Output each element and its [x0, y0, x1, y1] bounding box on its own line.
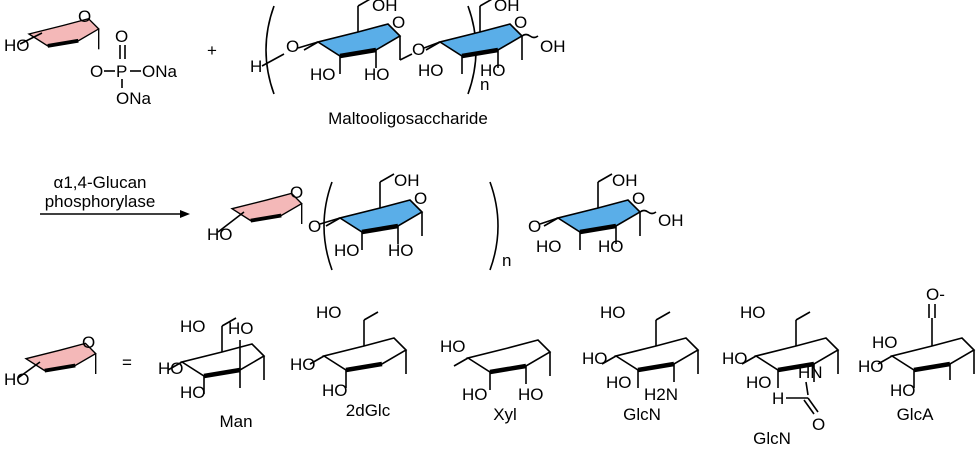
hydroxyl-label: HO: [740, 303, 766, 322]
hydroxyl-label: HO: [180, 383, 206, 402]
hydroxyl-label: HO: [440, 337, 466, 356]
hydroxyl-label: HO: [290, 355, 316, 374]
equals-sign: =: [122, 353, 132, 372]
repeat-n-label: n: [502, 251, 511, 270]
sugar-glca: O- HO HO HO GlcA: [858, 285, 974, 424]
acceptor-name: Maltooligosaccharide: [328, 109, 488, 128]
anomeric-hydroxyl-label: OH: [540, 37, 566, 56]
sugar-xyl: HO HO HO Xyl: [440, 337, 550, 424]
hydrogen-label: H: [250, 57, 262, 76]
hydroxyl-label: OH: [394, 171, 420, 190]
repeat-n-label: n: [480, 75, 489, 94]
hydroxyl-label: HO: [316, 303, 342, 322]
hydroxyl-label: HO: [388, 241, 414, 260]
left-bracket: [265, 5, 275, 95]
sugar-name: GlcN: [753, 429, 791, 448]
hydroxyl-label: HO: [310, 65, 336, 84]
ring-oxygen-label: O: [78, 7, 91, 26]
amide-nh-label: HN: [798, 363, 823, 382]
hydroxyl-label: HO: [180, 317, 206, 336]
ring-oxygen-label: O: [82, 333, 95, 352]
ring-oxygen-label: O: [514, 13, 527, 32]
sugar-name: Xyl: [493, 405, 517, 424]
ring-oxygen-label: O: [290, 183, 303, 202]
anomeric-hydroxyl-label: OH: [658, 211, 684, 230]
phosphorus-label: P: [116, 62, 127, 81]
hydroxyl-label: HO: [872, 333, 898, 352]
glycosidic-oxygen-label: O: [308, 217, 321, 236]
hydroxyl-label: HO: [334, 241, 360, 260]
hydroxyl-label: HO: [890, 381, 916, 400]
donor-glycosyl-phosphate: HO O O P O ONa ONa: [4, 7, 178, 108]
hydroxyl-label: HO: [480, 61, 506, 80]
hydroxyl-label: HO: [158, 359, 184, 378]
ring-oxygen-label: O: [392, 13, 405, 32]
hydroxyl-label: HO: [606, 373, 632, 392]
hydroxyl-label: HO: [322, 381, 348, 400]
maltooligosaccharide: H O OH O HO HO n O OH O HO HO OH Maltool…: [250, 0, 566, 128]
enzyme-name-line1: α1,4-Glucan: [54, 173, 147, 192]
sugar-legend: HO O = HO HO HO HO Man HO HO HO 2dGlc: [4, 285, 974, 448]
sugar-name: Man: [219, 412, 252, 431]
sugar-name: GlcA: [897, 405, 935, 424]
hydroxyl-label: HO: [518, 385, 544, 404]
hydroxyl-label: HO: [207, 225, 233, 244]
oxygen-label: O: [90, 62, 103, 81]
hydroxyl-label: OH: [372, 0, 398, 15]
hydroxyl-label: HO: [722, 349, 748, 368]
hydroxyl-label: HO: [418, 61, 444, 80]
phosphoryl-oxygen-label: O: [115, 27, 128, 46]
hydroxyl-label: HO: [746, 373, 772, 392]
formyl-h-label: H: [772, 389, 784, 408]
hydroxyl-label: OH: [494, 0, 520, 15]
hydroxyl-label: HO: [536, 237, 562, 256]
glycosidic-oxygen-label: O: [412, 40, 425, 59]
hydroxyl-label: HO: [462, 385, 488, 404]
sugar-glcn-formyl: HO HO HO HN H O GlcN: [722, 303, 838, 448]
product-oligosaccharide: HO O O OH O HO HO n O OH O HO HO OH: [207, 171, 684, 271]
amine-label: H2N: [644, 385, 678, 404]
hydroxyl-label: HO: [4, 36, 30, 55]
glycosidic-oxygen-label: O: [528, 217, 541, 236]
oxygen-label: O: [286, 37, 299, 56]
hydroxyl-label: HO: [858, 357, 884, 376]
carboxylate-label: O-: [926, 285, 945, 304]
sugar-glcn: HO HO HO H2N GlcN: [582, 303, 698, 424]
hydroxyl-label: HO: [598, 237, 624, 256]
enzyme-name-line2: phosphorylase: [45, 192, 156, 211]
hydroxyl-label: OH: [612, 171, 638, 190]
hydroxyl-label: HO: [228, 319, 254, 338]
sugar-2dglc: HO HO HO 2dGlc: [290, 303, 406, 420]
sugar-name: 2dGlc: [346, 401, 391, 420]
hydroxyl-label: HO: [364, 65, 390, 84]
hydroxyl-label: HO: [600, 303, 626, 322]
ring-oxygen-label: O: [414, 189, 427, 208]
carbonyl-o-label: O: [812, 415, 825, 434]
hydroxyl-label: HO: [4, 370, 30, 389]
ring-oxygen-label: O: [632, 189, 645, 208]
plus-sign: +: [207, 41, 217, 60]
sugar-man: HO HO HO HO Man: [158, 317, 264, 431]
sodium-oxide-label: ONa: [116, 89, 152, 108]
hydroxyl-label: HO: [582, 349, 608, 368]
sodium-oxide-label: ONa: [142, 62, 178, 81]
sugar-name: GlcN: [623, 405, 661, 424]
